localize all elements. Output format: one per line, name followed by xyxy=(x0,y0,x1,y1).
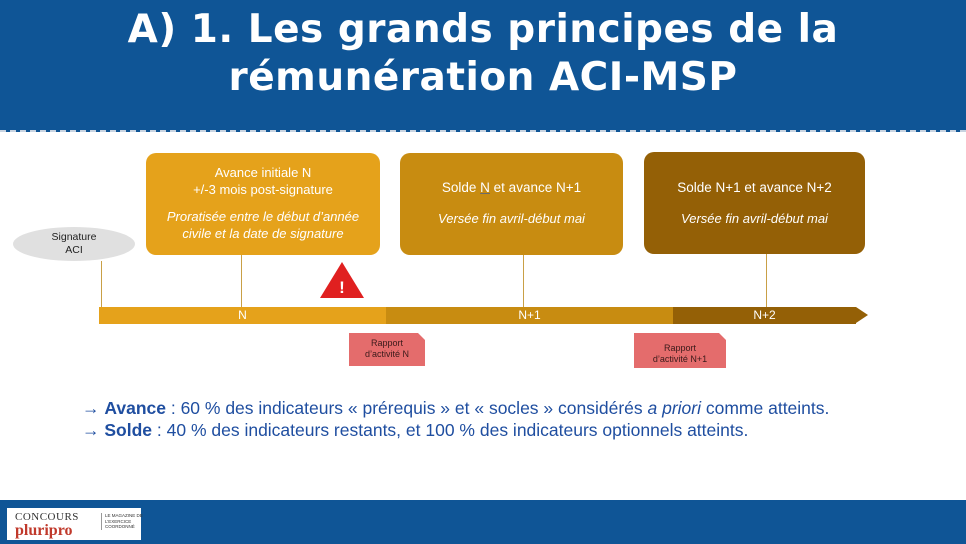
box-3-heading: Solde N+1 et avance N+2 xyxy=(677,180,832,195)
warning-triangle-icon: ! xyxy=(320,262,364,298)
box-solde-n1: Solde N+1 et avance N+2 Versée fin avril… xyxy=(644,152,865,254)
timeline-segment-n1: N+1 xyxy=(386,307,673,324)
rapport-2-line-1: Rapport xyxy=(663,343,697,353)
warning-symbol: ! xyxy=(339,278,345,297)
logo-main-text: pluripro xyxy=(15,522,73,539)
box-2-post: et avance N+1 xyxy=(489,180,582,195)
box-1-line-1: Avance initiale N xyxy=(214,165,312,180)
signature-line-2: ACI xyxy=(65,244,83,256)
box-1-note-2: civile et la date de signature xyxy=(182,226,344,241)
rapport-activite-n: Rapport d’activité N xyxy=(349,333,425,366)
box-2-heading: Solde N et avance N+1 xyxy=(400,179,623,196)
bullet-solde-term: Solde xyxy=(104,420,153,440)
logo-top-text: CONCOURS xyxy=(15,511,79,523)
rapport-activite-n1: Rapport d’activité N+1 xyxy=(634,333,726,368)
title-line-1: A) 1. Les grands principes de la xyxy=(127,7,839,52)
bullet-avance-text-2: comme atteints. xyxy=(701,398,830,418)
rapport-1-line-2: d’activité N xyxy=(364,349,409,359)
connector-signature xyxy=(101,261,102,308)
bullet-solde: → Solde : 40 % des indicateurs restants,… xyxy=(82,419,902,441)
slide-header: A) 1. Les grands principes de la rémunér… xyxy=(0,0,966,132)
box-2-underlined: N xyxy=(480,180,490,195)
box-2-note: Versée fin avril-début mai xyxy=(438,211,585,226)
title-line-2: rémunération ACI-MSP xyxy=(228,55,738,100)
connector-box-1 xyxy=(241,255,242,308)
rapport-2-line-2: d’activité N+1 xyxy=(652,354,708,364)
box-avance-initiale: Avance initiale N +/-3 mois post-signatu… xyxy=(146,153,380,255)
concours-pluripro-logo: CONCOURS pluripro LE MAGAZINE DE L’EXERC… xyxy=(7,508,143,540)
connector-box-3 xyxy=(766,254,767,308)
box-1-line-2: +/-3 mois post-signature xyxy=(193,182,333,197)
bullet-solde-arrow: → xyxy=(82,420,105,440)
bullet-solde-text: : 40 % des indicateurs restants, et 100 … xyxy=(152,420,749,440)
bullet-avance: → Avance : 60 % des indicateurs « préreq… xyxy=(82,397,902,419)
bullet-avance-italic: a priori xyxy=(647,398,702,418)
box-3-note: Versée fin avril-début mai xyxy=(681,211,828,226)
box-solde-n: Solde N et avance N+1 Versée fin avril-d… xyxy=(400,153,623,255)
bullet-avance-text-1: : 60 % des indicateurs « prérequis » et … xyxy=(165,398,648,418)
slide-footer xyxy=(0,500,966,544)
timeline-segment-n2: N+2 xyxy=(673,307,856,324)
box-1-note-1: Proratisée entre le début d’année xyxy=(166,209,360,224)
slide-title: A) 1. Les grands principes de la rémunér… xyxy=(0,6,966,102)
rapport-1-line-1: Rapport xyxy=(370,338,404,348)
timeline-arrow-head xyxy=(856,307,868,323)
box-2-pre: Solde xyxy=(441,180,481,195)
signature-line-1: Signature xyxy=(51,231,97,243)
logo-subtitle: LE MAGAZINE DE L’EXERCICE COORDONNÉ xyxy=(101,513,143,530)
explanation-bullets: → Avance : 60 % des indicateurs « préreq… xyxy=(82,397,902,441)
connector-box-2 xyxy=(523,255,524,308)
bullet-avance-term: Avance xyxy=(104,398,166,418)
bullet-avance-arrow: → xyxy=(82,398,105,418)
signature-aci-ellipse: Signature ACI xyxy=(13,227,135,261)
timeline-segment-n: N xyxy=(99,307,386,324)
